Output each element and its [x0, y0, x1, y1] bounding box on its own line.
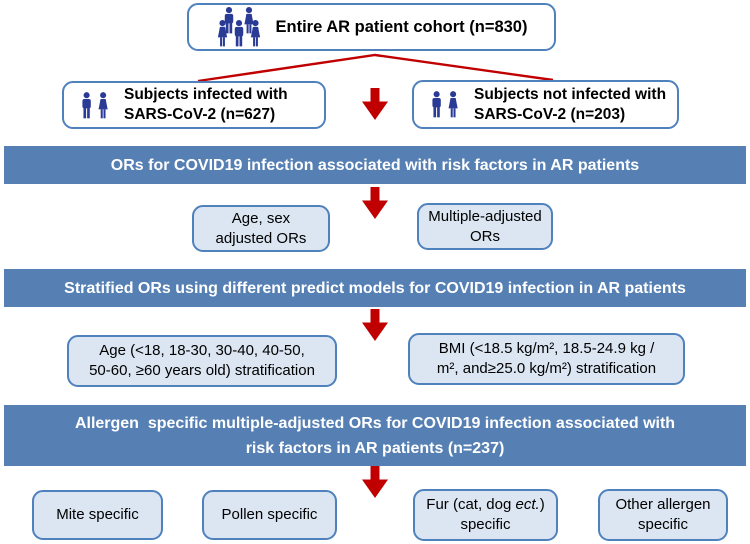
fur-label-line1: Fur (cat, dog ect.) [426, 496, 545, 513]
banner-ors-risk-factors: ORs for COVID19 infection associated wit… [4, 146, 746, 184]
down-arrow-icon [362, 309, 388, 341]
age-sex-adjusted-box: Age, sex adjusted ORs [192, 205, 330, 252]
banner-stratified-ors: Stratified ORs using different predict m… [4, 269, 746, 307]
banner3-line1: Allergen specific multiple-adjusted ORs … [74, 414, 676, 432]
infected-box: Subjects infected with SARS-CoV-2 (n=627… [62, 81, 326, 129]
people-group-icon [217, 7, 260, 47]
cohort-box: Entire AR patient cohort (n=830) [187, 3, 556, 51]
age-strat-line2: 50-60, ≥60 years old) stratification [89, 362, 315, 379]
down-arrow-icon [362, 187, 388, 219]
banner-allergen-specific: Allergen specific multiple-adjusted ORs … [4, 405, 746, 466]
bmi-strat-line1: BMI (<18.5 kg/m², 18.5-24.9 kg / [438, 340, 655, 357]
infected-line1: Subjects infected with [124, 86, 288, 103]
man-woman-icon [432, 91, 458, 118]
split-connector [197, 53, 554, 83]
down-arrow-icon [362, 88, 388, 120]
not-infected-line2: SARS-CoV-2 (n=203) [474, 105, 626, 123]
not-infected-box: Subjects not infected with SARS-CoV-2 (n… [412, 80, 679, 129]
multi-adj-line1: Multiple-adjusted [428, 207, 542, 225]
fur-ect-italic: ect. [515, 496, 540, 513]
man-woman-icon [82, 91, 108, 118]
down-arrow-icon [362, 466, 388, 498]
pollen-specific-box: Pollen specific [202, 490, 337, 540]
fur-label-line2: specific [460, 516, 511, 533]
age-sex-line1: Age, sex [231, 209, 291, 227]
fur-specific-box: Fur (cat, dog ect.) specific [413, 489, 558, 541]
other-line2: specific [637, 516, 689, 533]
banner3-line2: risk factors in AR patients (n=237) [245, 439, 505, 457]
not-infected-line1: Subjects not infected with [474, 85, 667, 103]
multiple-adjusted-box: Multiple-adjusted ORs [417, 203, 553, 250]
age-sex-line2: adjusted ORs [215, 229, 307, 247]
pollen-label: Pollen specific [221, 506, 318, 523]
age-stratification-box: Age (<18, 18-30, 30-40, 40-50, 50-60, ≥6… [67, 335, 337, 387]
bmi-strat-line2: m², and≥25.0 kg/m²) stratification [436, 360, 657, 377]
age-strat-line1: Age (<18, 18-30, 30-40, 40-50, [99, 342, 305, 359]
cohort-label: Entire AR patient cohort (n=830) [275, 17, 528, 36]
banner1-text: ORs for COVID19 infection associated wit… [110, 156, 640, 174]
other-allergen-box: Other allergen specific [598, 489, 728, 541]
multi-adj-line2: ORs [470, 227, 500, 245]
banner2-text: Stratified ORs using different predict m… [64, 279, 686, 297]
bmi-stratification-box: BMI (<18.5 kg/m², 18.5-24.9 kg / m², and… [408, 333, 685, 385]
infected-line2: SARS-CoV-2 (n=627) [124, 106, 276, 123]
other-line1: Other allergen [615, 496, 711, 513]
mite-specific-box: Mite specific [32, 490, 163, 540]
mite-label: Mite specific [56, 506, 139, 523]
